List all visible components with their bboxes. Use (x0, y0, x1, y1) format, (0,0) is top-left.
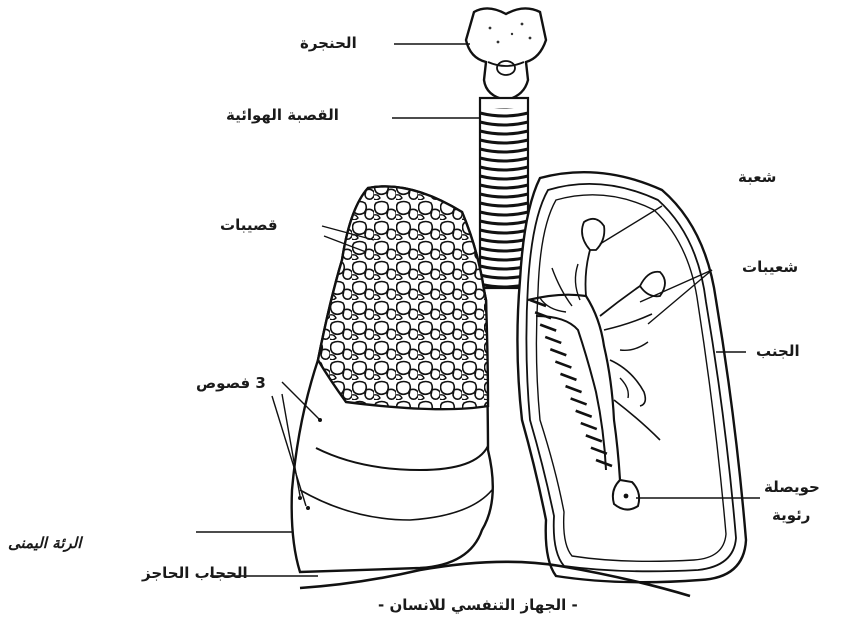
larynx-shape (466, 8, 546, 100)
label-alveolus-line1: حويصلة (764, 478, 820, 496)
label-alveolus-line2: رئوية (772, 506, 810, 524)
label-larynx: الحنجرة (300, 34, 357, 52)
label-right-lung: الرئة اليمنى (8, 534, 81, 552)
label-bronchioles-branches: شعيبات (742, 258, 798, 276)
label-bronchioles: قصيبات (220, 216, 278, 234)
label-lobes: 3 فصوص (196, 374, 266, 392)
label-diaphragm: الحجاب الحاجز (142, 564, 248, 582)
label-pleura: الجنب (756, 342, 800, 360)
caption: - الجهاز التنفسي للانسان - (378, 596, 578, 614)
label-trachea: القصبة الهوائية (226, 106, 339, 124)
left-lung (517, 172, 746, 582)
right-lung (292, 186, 493, 572)
label-bronchus: شعبة (738, 168, 776, 186)
